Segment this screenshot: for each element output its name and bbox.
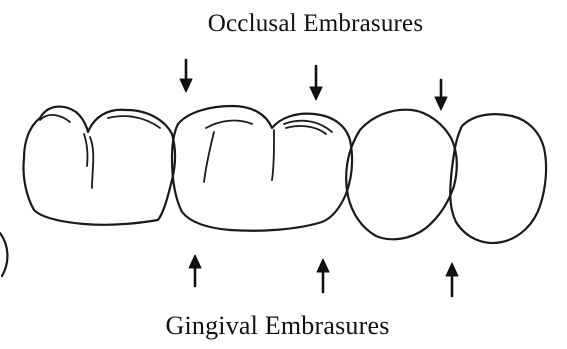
gingival-embrasures-label: Gingival Embrasures xyxy=(0,311,561,341)
occlusal-arrow-1 xyxy=(180,60,192,92)
cropped-edge-mark xyxy=(0,233,7,276)
occlusal-arrow-3 xyxy=(435,80,447,110)
gingival-arrow-2 xyxy=(317,259,329,292)
tooth-4 xyxy=(450,114,546,243)
gingival-arrow-3 xyxy=(446,263,458,296)
tooth-1 xyxy=(23,107,175,225)
tooth-3 xyxy=(346,110,457,240)
gingival-arrow-1 xyxy=(189,255,201,286)
tooth-2 xyxy=(172,106,352,231)
occlusal-arrow-2 xyxy=(310,66,322,100)
